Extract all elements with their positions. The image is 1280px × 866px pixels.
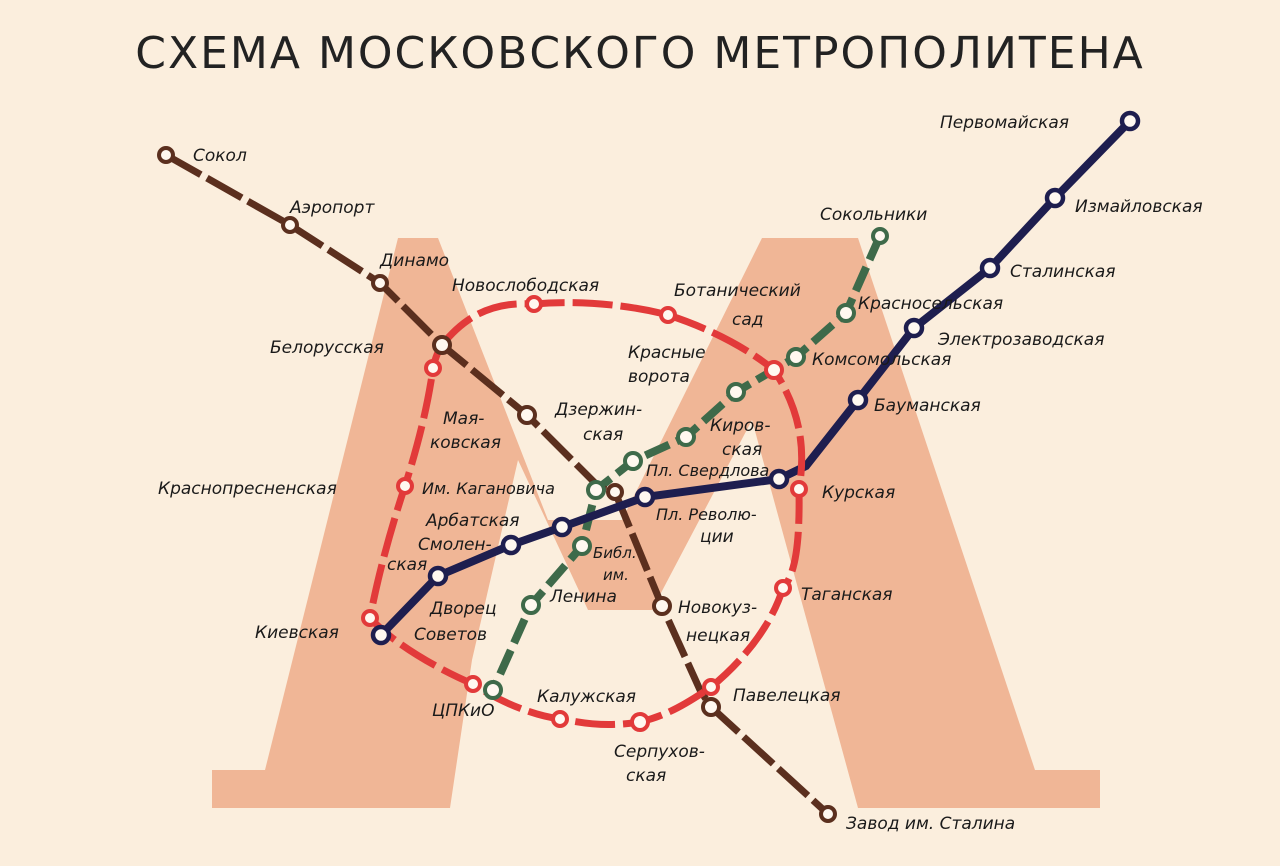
label-arbatskaya: Арбатская — [425, 511, 519, 531]
station-kievskaya-marker[interactable] — [370, 624, 392, 646]
station-sokolniki-marker[interactable] — [871, 227, 889, 245]
station-arbatskaya-marker[interactable] — [551, 516, 573, 538]
station-novoslobodskaya-marker[interactable] — [525, 295, 543, 313]
station-krasnopresnenskaya-marker[interactable] — [396, 477, 414, 495]
label-komsomolskaya: Комсомольская — [812, 350, 951, 370]
station-smolenskaya-2-marker[interactable] — [427, 565, 449, 587]
station-novokuznetskaya-marker[interactable] — [652, 596, 672, 616]
label-paveletskaya: Павелецкая — [733, 686, 841, 706]
station-mayakovskaya-marker[interactable] — [517, 405, 537, 425]
station-serpukhovskaya-marker[interactable] — [630, 712, 650, 732]
label-taganskaya: Таганская — [801, 585, 893, 605]
map-title: СХЕМА МОСКОВСКОГО МЕТРОПОЛИТЕНА — [135, 28, 1145, 79]
station-dzerzhinskaya-marker[interactable] — [623, 451, 643, 471]
station-tspkio-green-marker[interactable] — [483, 680, 503, 700]
label-sverdlova: Пл. Свердлова — [646, 461, 769, 480]
label-revolyutsii-2: ции — [700, 527, 734, 547]
label-sokol: Сокол — [193, 146, 247, 166]
label-serpukhovskaya: Серпухов- — [614, 742, 705, 762]
label-serpukhovskaya-2: ская — [626, 766, 666, 786]
label-pervomaiskaya: Первомайская — [940, 113, 1069, 133]
station-belorusskaya-marker[interactable] — [432, 335, 452, 355]
label-novokuznetskaya: Новокуз- — [678, 598, 757, 618]
line-sokolnicheskaya — [489, 234, 884, 692]
station-smolenskaya-marker[interactable] — [500, 534, 522, 556]
label-revolyutsii: Пл. Револю- — [656, 505, 757, 524]
label-kirovskaya-2: ская — [722, 440, 762, 460]
station-sokol-marker[interactable] — [157, 146, 175, 164]
station-paveletskaya-marker[interactable] — [701, 697, 721, 717]
station-krasnye-vorota-marker[interactable] — [726, 382, 746, 402]
station-botanichesky-marker[interactable] — [659, 306, 677, 324]
label-baumanskaya: Бауманская — [874, 396, 981, 416]
label-botanichesky-2: сад — [732, 310, 764, 330]
label-dzerzhinskaya-2: ская — [583, 425, 623, 445]
label-novokuznetskaya-2: нецкая — [686, 626, 750, 646]
label-zavod: Завод им. Сталина — [846, 814, 1015, 834]
label-biblioteka-2: им. — [603, 566, 629, 584]
label-dinamo: Динамо — [379, 251, 449, 271]
label-aeroport: Аэропорт — [289, 198, 375, 218]
label-elektrozavodskaya: Электрозаводская — [937, 330, 1104, 350]
label-kaluzhskaya: Калужская — [537, 687, 636, 707]
station-labels: Сокол Аэропорт Динамо Новослободская Бот… — [158, 113, 1203, 834]
label-krasnopresnenskaya: Краснопресненская — [158, 479, 337, 499]
label-smolenskaya-2: ская — [387, 555, 427, 575]
label-sokolniki: Сокольники — [820, 205, 927, 225]
station-krasnoselskaya-marker[interactable] — [836, 303, 856, 323]
label-dvorets-2: Советов — [414, 625, 487, 645]
arbatsko-pokrovskaya-stations — [370, 110, 1141, 646]
label-stalinskaya: Сталинская — [1010, 262, 1115, 282]
station-kurskaya-marker[interactable] — [768, 468, 790, 490]
station-kievskaya-ring-marker[interactable] — [361, 609, 379, 627]
koltsevaya-stations — [361, 295, 808, 732]
zamoskvoretskaya-stations — [157, 146, 837, 823]
label-novoslobodskaya: Новослободская — [452, 276, 599, 296]
label-smolenskaya: Смолен- — [418, 535, 492, 555]
line-arbatsko-pokrovskaya — [378, 118, 1133, 638]
station-stalinskaya-marker[interactable] — [979, 257, 1001, 279]
label-krasnye-vorota: Красные — [628, 343, 706, 363]
label-izmailovskaya: Измайловская — [1075, 197, 1203, 217]
label-mayakovskaya: Мая- — [443, 409, 484, 429]
label-dvorets: Дворец — [429, 599, 497, 619]
label-krasnoselskaya: Красносельская — [858, 294, 1003, 314]
station-pervomaiskaya-marker[interactable] — [1119, 110, 1141, 132]
label-kaganovicha: Им. Кагановича — [422, 479, 555, 498]
station-dvorets-marker[interactable] — [521, 595, 541, 615]
station-komsomolskaya-marker[interactable] — [786, 347, 806, 367]
station-izmailovskaya-marker[interactable] — [1044, 187, 1066, 209]
station-belorusskaya-ring-marker[interactable] — [424, 359, 442, 377]
station-kurskaya-ring-marker[interactable] — [790, 480, 808, 498]
station-kaluzhskaya-marker[interactable] — [551, 710, 569, 728]
label-biblioteka-3: Ленина — [549, 587, 617, 607]
station-kirovskaya-marker[interactable] — [676, 427, 696, 447]
label-botanichesky: Ботанический — [674, 281, 801, 301]
label-kievskaya: Киевская — [255, 623, 339, 643]
label-biblioteka: Библ. — [593, 544, 637, 562]
station-kaganovicha-marker[interactable] — [586, 480, 606, 500]
label-krasnye-vorota-2: ворота — [628, 367, 690, 387]
station-baumanskaya-marker[interactable] — [847, 389, 869, 411]
label-tspkio: ЦПКиО — [432, 701, 494, 721]
station-sverdlova-marker[interactable] — [606, 483, 624, 501]
sokolnicheskaya-stations — [483, 227, 889, 700]
label-kirovskaya: Киров- — [710, 416, 770, 436]
station-taganskaya-marker[interactable] — [774, 579, 792, 597]
station-dinamo-marker[interactable] — [371, 274, 389, 292]
station-komsomolskaya-ring-marker[interactable] — [764, 360, 784, 380]
station-aeroport-marker[interactable] — [281, 216, 299, 234]
station-tspkio-marker[interactable] — [464, 675, 482, 693]
station-zavod-marker[interactable] — [819, 805, 837, 823]
station-paveletskaya-ring-marker[interactable] — [702, 678, 720, 696]
station-revolyutsii-marker[interactable] — [634, 486, 656, 508]
label-dzerzhinskaya: Дзержин- — [554, 400, 642, 420]
station-biblioteka-marker[interactable] — [572, 536, 592, 556]
label-mayakovskaya-2: ковская — [430, 433, 501, 453]
label-kurskaya: Курская — [822, 483, 895, 503]
label-belorusskaya: Белорусская — [270, 338, 384, 358]
station-elektrozavodskaya-marker[interactable] — [903, 317, 925, 339]
